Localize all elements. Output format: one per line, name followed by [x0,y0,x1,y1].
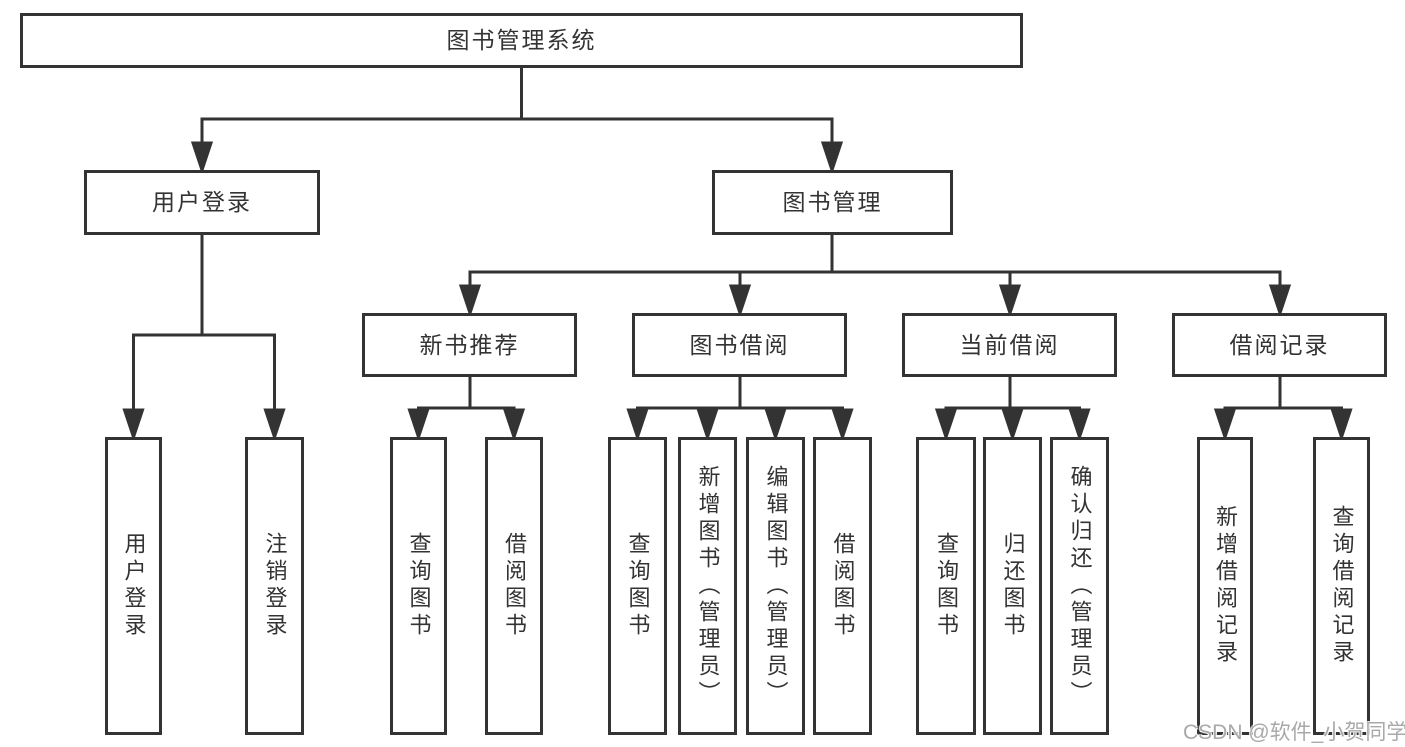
leaf-borrow-book: 借阅图书 [813,437,872,735]
leaf-user-login: 用户登录 [105,437,162,735]
leaf-logout: 注销登录 [245,437,304,735]
leaf-query-book-recommend: 查询图书 [390,437,447,735]
node-user-login: 用户登录 [84,170,320,235]
edge-user-login-to-leaves [122,235,286,442]
node-book-management: 图书管理 [712,170,953,235]
leaf-confirm-return-admin: 确认归还（管理员） [1050,437,1109,735]
node-label: 新增图书（管理员） [695,464,721,708]
node-label: 新书推荐 [419,331,520,358]
node-label: 编辑图书（管理员） [763,464,789,708]
node-label: 查询图书 [934,532,959,640]
node-label: 注销登录 [262,532,288,640]
node-label: 借阅图书 [830,532,856,640]
node-borrow-records: 借阅记录 [1172,313,1387,377]
node-label: 新增借阅记录 [1213,505,1238,667]
node-label: 借阅记录 [1229,331,1330,358]
leaf-return-book: 归还图书 [983,437,1042,735]
edge-new-book-to-leaves [407,377,526,442]
node-label: 查询图书 [406,532,432,640]
node-label: 图书管理系统 [446,27,597,53]
node-current-borrow: 当前借阅 [902,313,1117,377]
edge-root-to-level2 [190,68,844,175]
csdn-watermark: CSDN @软件_小贺同学 [1183,721,1405,744]
node-label: 归还图书 [1000,532,1026,640]
node-label: 借阅图书 [502,532,527,640]
edge-book-management-to-level3 [458,235,1292,318]
leaf-add-borrow-record: 新增借阅记录 [1197,437,1253,735]
node-label: 图书管理 [782,189,883,215]
node-new-book-recommend: 新书推荐 [362,313,577,377]
node-library-management-system: 图书管理系统 [20,13,1023,68]
leaf-query-borrow-record: 查询借阅记录 [1313,437,1370,735]
node-label: 查询借阅记录 [1329,505,1355,667]
node-label: 用户登录 [152,189,252,215]
node-label: 图书借阅 [689,331,790,358]
edge-book-borrow-to-leaves [626,377,854,442]
leaf-add-book-admin: 新增图书（管理员） [678,437,737,735]
node-label: 查询图书 [625,532,651,640]
node-label: 当前借阅 [959,331,1060,358]
edge-current-borrow-to-leaves [934,377,1091,442]
leaf-query-book-current: 查询图书 [916,437,976,735]
node-book-borrow: 图书借阅 [632,313,847,377]
node-label: 确认归还（管理员） [1067,464,1093,708]
leaf-edit-book-admin: 编辑图书（管理员） [746,437,805,735]
edge-borrow-records-to-leaves [1213,377,1353,442]
leaf-query-book-borrow: 查询图书 [608,437,667,735]
node-label: 用户登录 [121,532,147,640]
leaf-borrow-book-recommend: 借阅图书 [485,437,543,735]
